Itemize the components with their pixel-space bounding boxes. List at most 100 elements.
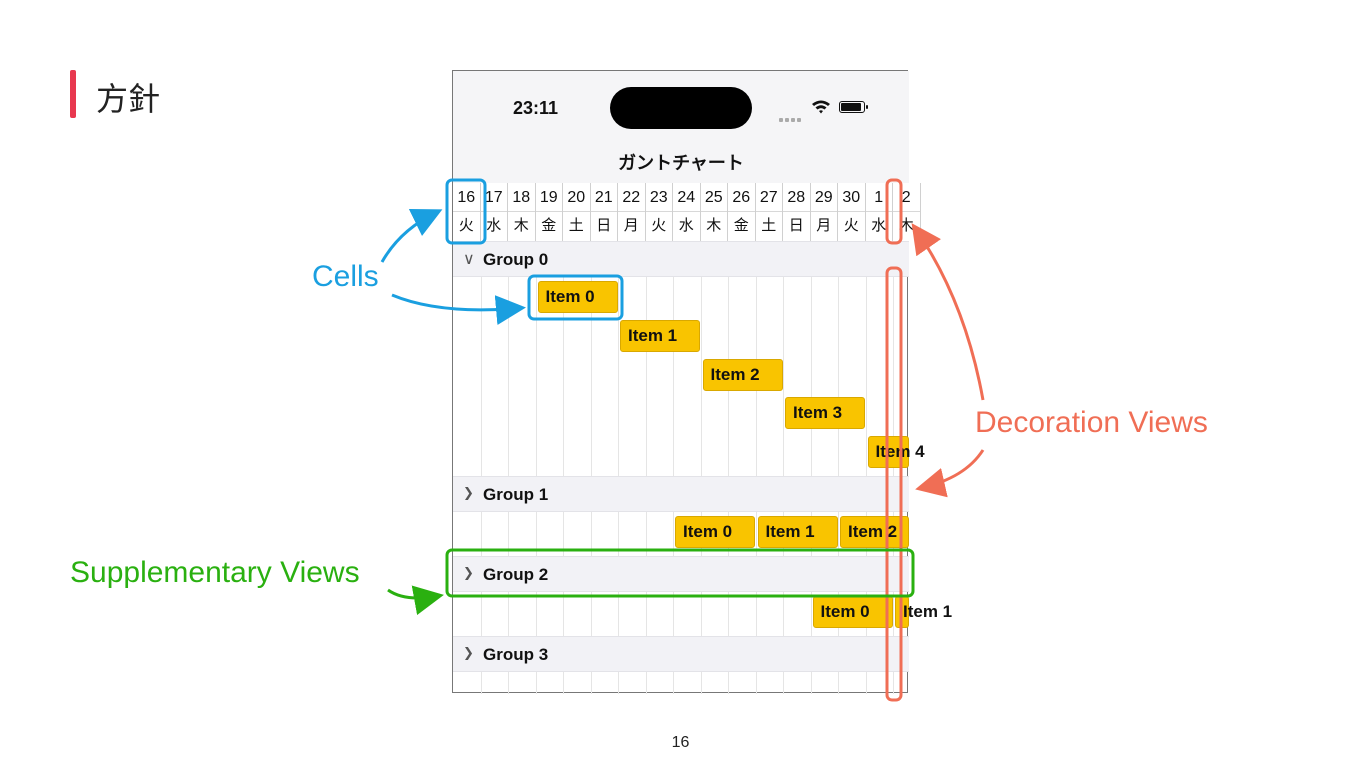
day-weekday: 火 <box>453 211 480 235</box>
day-weekday: 水 <box>480 211 507 235</box>
day-weekday: 土 <box>755 211 782 235</box>
day-number: 28 <box>787 189 806 206</box>
slide-title: 方針 <box>96 80 161 118</box>
day-number: 16 <box>457 189 476 206</box>
grid-line <box>783 241 784 694</box>
day-number: 22 <box>622 189 641 206</box>
grid-line <box>865 241 867 694</box>
grid-line <box>618 241 619 694</box>
wifi-icon <box>812 100 830 114</box>
gantt-item-bar[interactable]: Item 1 <box>757 516 838 548</box>
day-weekday: 日 <box>783 211 810 235</box>
day-number: 30 <box>842 189 861 206</box>
nav-title: ガントチャート <box>618 153 744 174</box>
chevron-right-icon[interactable]: ❯ <box>463 486 474 501</box>
status-time: 23:11 <box>513 98 559 118</box>
group-label: Group 3 <box>483 645 549 664</box>
group-header[interactable]: ❯ Group 3 <box>453 636 909 672</box>
day-number: 20 <box>567 189 586 206</box>
day-header-cell: 17 水 <box>480 183 508 241</box>
day-weekday: 火 <box>645 211 672 235</box>
chevron-right-icon[interactable]: ❯ <box>463 646 474 661</box>
day-header-cell: 24 水 <box>673 183 701 241</box>
decoration-arrow-upper <box>911 223 985 401</box>
navigation-bar: ガントチャート <box>453 131 909 183</box>
gantt-item-bar[interactable]: Item 3 <box>785 397 865 430</box>
decoration-views-label: Decoration Views <box>975 406 1208 439</box>
day-header-cell: 16 火 <box>453 183 481 241</box>
group-header[interactable]: ❯ Group 1 <box>453 476 909 512</box>
gantt-item-bar[interactable]: Item 2 <box>840 516 909 548</box>
gantt-item-bar[interactable]: Item 1 <box>895 596 952 628</box>
chevron-down-icon[interactable]: ∨ <box>463 249 475 268</box>
dynamic-island <box>610 87 752 129</box>
group-header[interactable]: ∨ Group 0 <box>453 241 909 277</box>
day-number: 1 <box>874 189 884 206</box>
group-label: Group 2 <box>483 565 549 584</box>
cells-arrow-upper <box>380 209 443 263</box>
day-weekday: 金 <box>728 211 755 235</box>
grid-line <box>645 241 647 694</box>
grid-line <box>728 241 729 694</box>
day-weekday: 木 <box>700 211 727 235</box>
day-weekday: 水 <box>865 211 892 235</box>
gantt-item-bar[interactable]: Item 0 <box>812 596 893 628</box>
day-header-cell: 29 月 <box>810 183 838 241</box>
day-header-cell: 30 火 <box>838 183 866 241</box>
day-weekday: 月 <box>810 211 837 235</box>
day-weekday: 水 <box>673 211 700 235</box>
status-bar: 23:11 <box>453 71 909 131</box>
grid-line <box>480 241 482 694</box>
day-number: 21 <box>594 189 613 206</box>
grid-line <box>673 241 674 694</box>
title-accent-bar <box>70 70 76 118</box>
gantt-item-bar[interactable]: Item 1 <box>620 319 700 352</box>
grid-line <box>590 241 592 694</box>
day-weekday: 土 <box>563 211 590 235</box>
gantt-item-bar[interactable]: Item 4 <box>867 436 925 469</box>
grid-line <box>535 241 537 694</box>
supplementary-arrow <box>387 585 444 616</box>
cellular-signal-icon <box>779 109 803 122</box>
day-number: 27 <box>759 189 778 206</box>
group-label: Group 1 <box>483 485 549 504</box>
day-weekday: 日 <box>590 211 617 235</box>
gantt-item-bar[interactable]: Item 2 <box>702 358 783 391</box>
decoration-arrow-lower <box>915 449 985 498</box>
day-header-cell: 27 土 <box>755 183 783 241</box>
gantt-item-bar[interactable]: Item 0 <box>675 516 755 548</box>
day-header-cell: 28 日 <box>783 183 811 241</box>
day-number: 24 <box>677 189 696 206</box>
chevron-right-icon[interactable]: ❯ <box>463 566 474 581</box>
day-weekday: 木 <box>508 211 535 235</box>
day-number: 19 <box>539 189 558 206</box>
day-number: 2 <box>901 189 911 206</box>
cells-label: Cells <box>312 260 379 293</box>
grid-line <box>755 241 757 694</box>
day-weekday: 火 <box>838 211 865 235</box>
group-label: Group 0 <box>483 250 549 269</box>
supplementary-views-label: Supplementary Views <box>70 556 360 589</box>
day-weekday: 木 <box>893 211 920 235</box>
day-number: 29 <box>814 189 833 206</box>
day-number: 26 <box>732 189 751 206</box>
day-number: 17 <box>484 189 503 206</box>
gantt-item-bar[interactable]: Item 0 <box>537 281 618 313</box>
day-header-cell: 20 土 <box>563 183 591 241</box>
group-header[interactable]: ❯ Group 2 <box>453 556 909 592</box>
day-header-cell: 26 金 <box>728 183 756 241</box>
grid-line <box>838 241 839 694</box>
battery-icon <box>839 101 868 113</box>
grid-line <box>563 241 564 694</box>
grid-line <box>810 241 812 694</box>
